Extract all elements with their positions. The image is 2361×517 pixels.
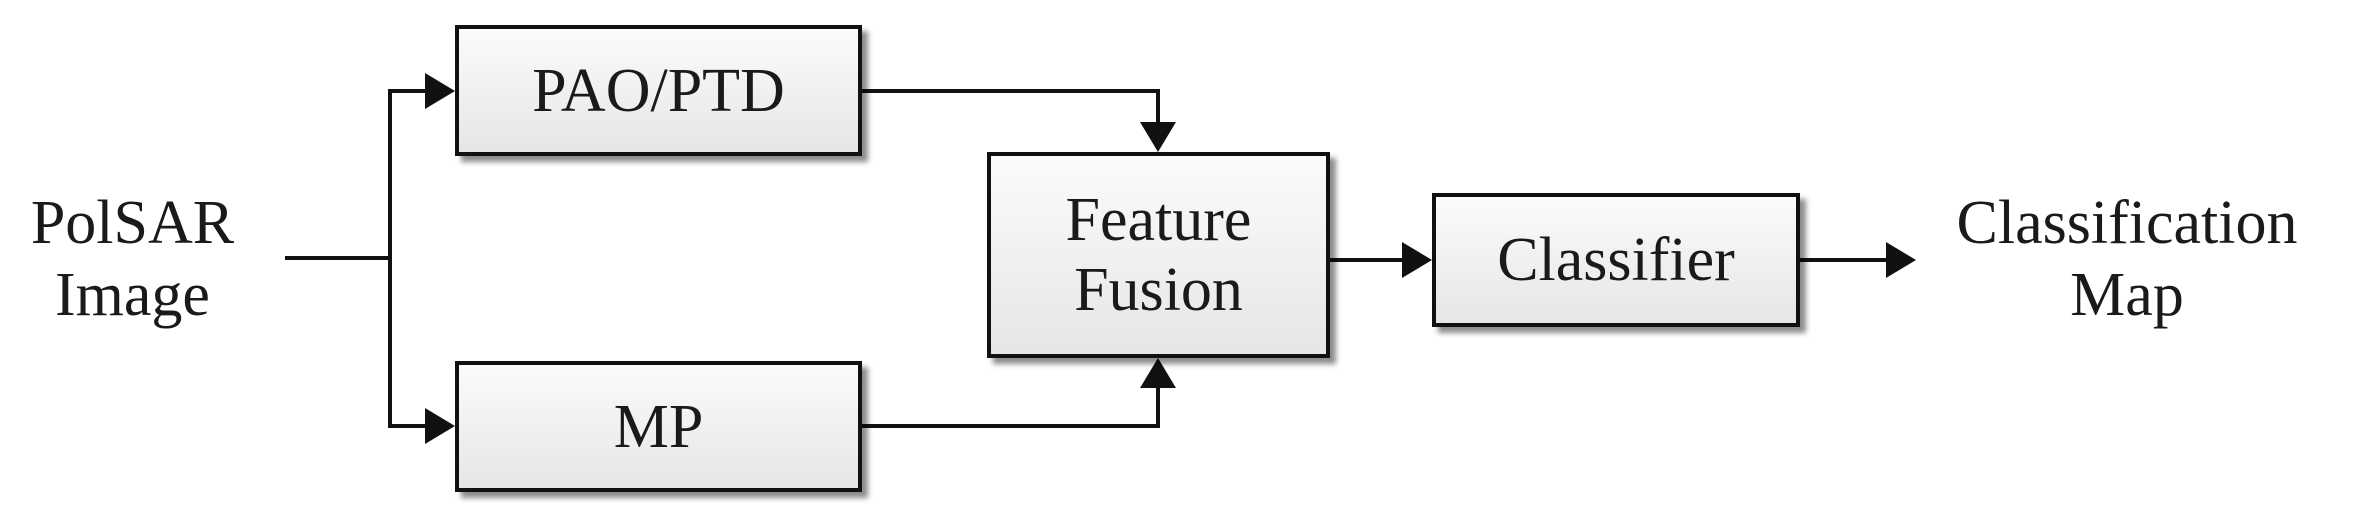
feature-fusion-line2: Fusion [1074,256,1243,324]
pao-to-fusion-line [862,89,1160,125]
pao-ptd-box: PAO/PTD [455,25,862,156]
arrow-to-pao-ptd [425,73,455,109]
arrow-pao-to-fusion [1140,122,1176,152]
output-label-line2: Map [2070,261,2184,329]
output-label: Classification Map [1912,187,2342,331]
mp-label: MP [613,392,704,461]
feature-fusion-box: Feature Fusion [987,152,1330,358]
input-label-line2: Image [55,261,210,329]
arrow-to-mp [425,408,455,444]
arrow-fusion-to-classifier [1402,242,1432,278]
mp-box: MP [455,361,862,492]
input-label-line1: PolSAR [30,189,235,257]
classifier-box: Classifier [1432,193,1800,327]
classifier-label: Classifier [1497,226,1735,294]
feature-fusion-line1: Feature [1065,186,1252,254]
arrow-mp-to-fusion [1140,358,1176,388]
output-label-line1: Classification [1956,189,2298,257]
arrow-classifier-to-output [1886,242,1916,278]
pao-ptd-label: PAO/PTD [532,56,785,125]
mp-to-fusion-line [862,385,1160,428]
input-label: PolSAR Image [0,187,265,331]
